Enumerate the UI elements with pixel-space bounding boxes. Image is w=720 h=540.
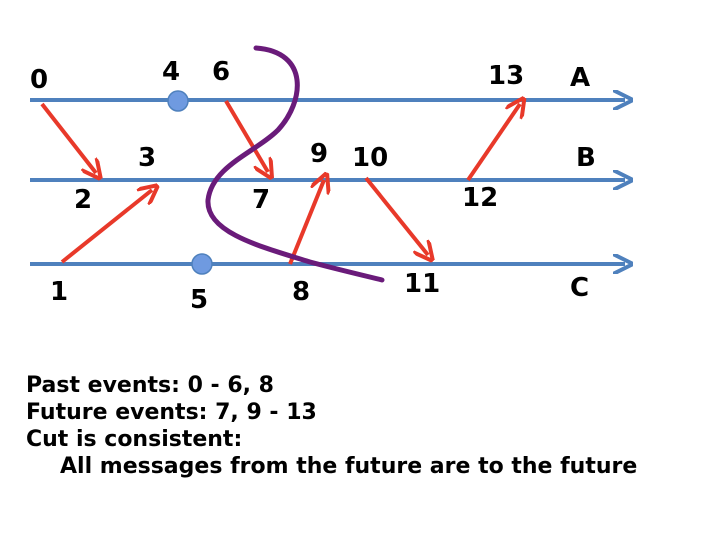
event-label-2: 2 bbox=[74, 185, 92, 215]
event-label-7: 7 bbox=[252, 185, 270, 215]
cut-consistent-text: Cut is consistent: bbox=[26, 427, 243, 452]
cut-explanation-text: All messages from the future are to the … bbox=[60, 454, 638, 479]
message-1-to-3 bbox=[60, 190, 152, 264]
event-label-3: 3 bbox=[138, 143, 156, 173]
message-0-to-2 bbox=[40, 102, 96, 173]
message-10-to-11 bbox=[364, 176, 428, 255]
event-label-1: 1 bbox=[50, 277, 68, 307]
message-12-to-13 bbox=[466, 104, 520, 182]
event-label-5: 5 bbox=[190, 285, 208, 315]
process-label-a: A bbox=[570, 63, 590, 93]
future-events-text: Future events: 7, 9 - 13 bbox=[26, 400, 317, 425]
event-label-11: 11 bbox=[404, 269, 440, 299]
event-dot-5 bbox=[191, 253, 213, 275]
cut-explanation: Past events: 0 - 6, 8 Future events: 7, … bbox=[26, 372, 706, 480]
event-label-6: 6 bbox=[212, 57, 230, 87]
event-dot-4 bbox=[167, 90, 189, 112]
event-label-12: 12 bbox=[462, 183, 498, 213]
message-6-to-7 bbox=[224, 99, 268, 172]
event-label-13: 13 bbox=[488, 61, 524, 91]
event-label-4: 4 bbox=[162, 57, 180, 87]
consistent-cut-line bbox=[205, 45, 385, 283]
past-events-text: Past events: 0 - 6, 8 bbox=[26, 373, 274, 398]
event-label-0: 0 bbox=[30, 65, 48, 95]
event-label-8: 8 bbox=[292, 277, 310, 307]
process-label-b: B bbox=[576, 143, 596, 173]
process-label-c: C bbox=[570, 273, 589, 303]
message-8-to-9 bbox=[288, 180, 324, 265]
event-label-10: 10 bbox=[352, 143, 388, 173]
event-label-9: 9 bbox=[310, 139, 328, 169]
